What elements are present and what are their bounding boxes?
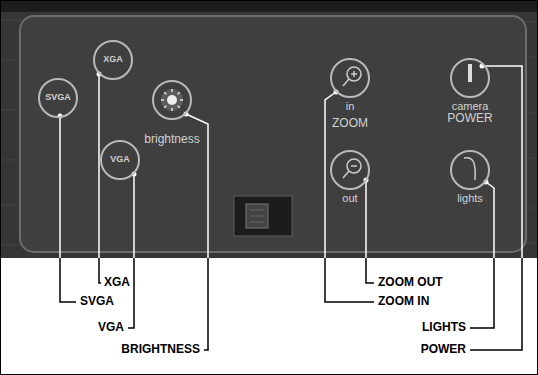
control-button: VGA <box>100 140 140 180</box>
control-button: SVGA <box>38 78 78 118</box>
callout-label: VGA <box>98 321 124 334</box>
caption-text: POWER <box>447 112 492 125</box>
control-button: XGA <box>93 40 133 80</box>
button-caption: out <box>342 192 357 204</box>
brightness-icon <box>161 89 183 111</box>
leader-lines <box>58 64 523 351</box>
callout-label: ZOOM IN <box>378 295 429 308</box>
slide-switch <box>234 196 292 236</box>
caption-text: camera <box>447 100 492 112</box>
control-button: out <box>330 150 370 190</box>
caption-text: lights <box>457 192 483 204</box>
caption-text: out <box>342 192 357 204</box>
callout-label: BRIGHTNESS <box>121 343 200 356</box>
button-caption: brightness <box>144 133 199 146</box>
callout-label: XGA <box>104 276 130 289</box>
callout-label: ZOOM OUT <box>378 276 443 289</box>
panel-legend: ZOOM <box>332 117 368 130</box>
control-button: brightness <box>152 80 192 120</box>
control-button: lights <box>450 150 490 190</box>
callout-label: SVGA <box>80 295 114 308</box>
caption-text: brightness <box>144 133 199 146</box>
zoom-out-icon <box>343 159 361 178</box>
button-text: SVGA <box>45 93 71 103</box>
power-icon <box>468 64 472 82</box>
lights-icon <box>464 158 475 180</box>
zoom-in-icon <box>343 67 361 86</box>
button-caption: in <box>346 100 355 112</box>
button-caption: lights <box>457 192 483 204</box>
button-text: VGA <box>110 155 130 165</box>
caption-text: in <box>346 100 355 112</box>
button-text: XGA <box>103 55 123 65</box>
callout-label: POWER <box>421 343 466 356</box>
control-button: cameraPOWER <box>450 58 490 98</box>
callout-label: LIGHTS <box>422 321 466 334</box>
button-caption: cameraPOWER <box>447 100 492 125</box>
control-button: in <box>330 58 370 98</box>
panel-plate <box>20 16 526 252</box>
photo <box>0 0 538 258</box>
